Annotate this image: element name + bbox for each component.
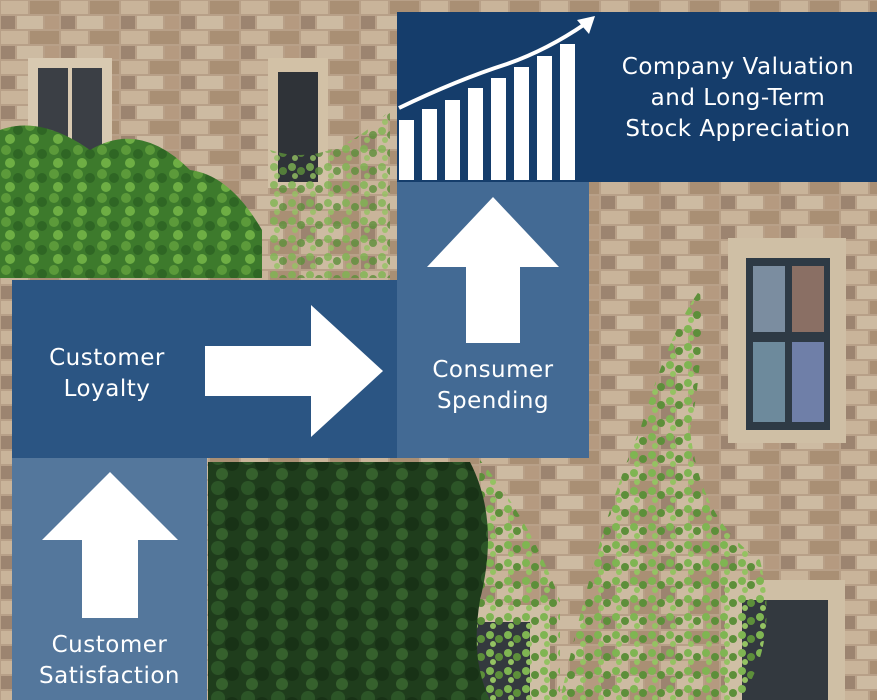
growth-bar-chart-icon xyxy=(398,16,595,180)
up-arrow-icon xyxy=(42,472,178,618)
spending-label: Consumer Spending xyxy=(432,357,554,415)
valuation-label: Company Valuation and Long-Term Stock Ap… xyxy=(621,54,855,143)
loyalty-label: Customer Loyalty xyxy=(49,345,165,403)
up-arrow-icon xyxy=(427,197,559,343)
satisfaction-label: Customer Satisfaction xyxy=(39,632,180,690)
right-arrow-icon xyxy=(205,305,383,437)
